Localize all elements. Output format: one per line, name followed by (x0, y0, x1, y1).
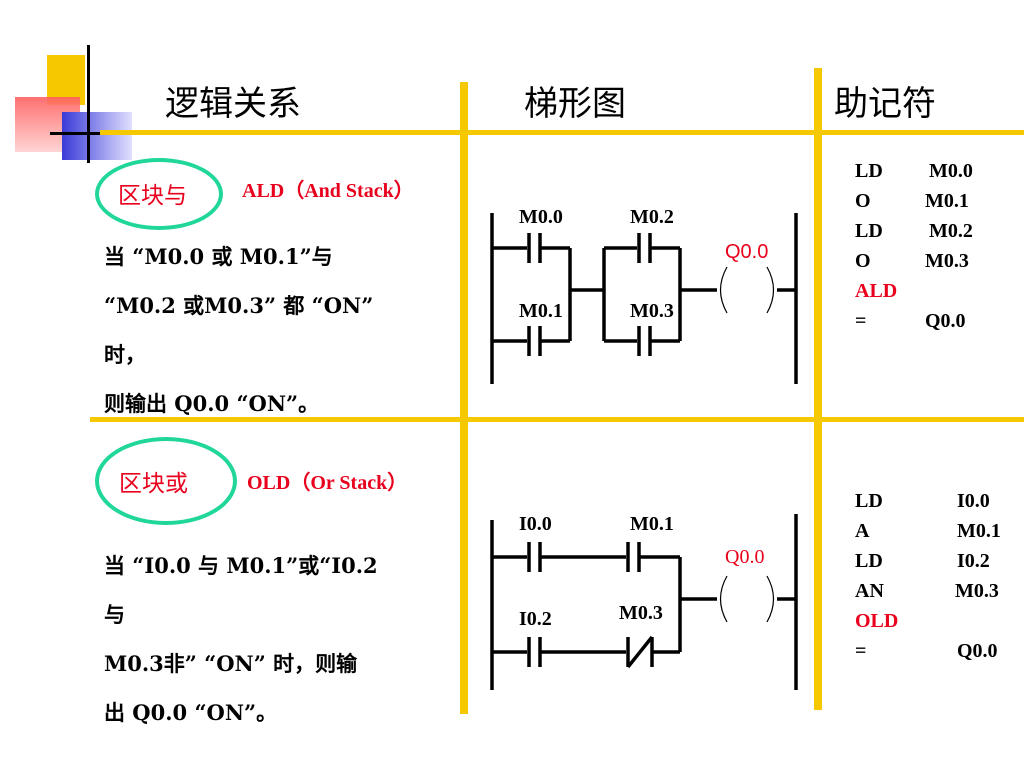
block1-label-c1: M0.0 (519, 206, 563, 228)
block2-badge: 区块或 (119, 471, 188, 497)
desc-line: 当 “I0.0 与 M0.1”或“I0.2 (104, 553, 378, 578)
block1-instruction: ALD（And Stack） (242, 180, 414, 202)
grid-line-middle (90, 417, 1024, 422)
header-mnemonic: 助记符 (834, 84, 936, 124)
block1-description: 当 “M0.0 或 M0.1”与 “M0.2 或M0.3” 都 “ON” 时， … (104, 232, 373, 428)
desc-line: 与 (104, 602, 125, 627)
desc-line: 当 “M0.0 或 M0.1”与 (104, 244, 333, 269)
header-ladder: 梯形图 (524, 84, 626, 124)
block2-label-coil: Q0.0 (725, 546, 765, 568)
desc-line: 则输出 Q0.0 “ON”。 (104, 391, 320, 416)
block2-label-c2: M0.1 (630, 513, 674, 535)
block1-label-c3: M0.1 (519, 300, 563, 322)
block2-ladder-diagram (490, 514, 798, 690)
mnemonic-row: OLD (855, 610, 899, 632)
block1-label-c4: M0.3 (630, 300, 674, 322)
block2-label-c1: I0.0 (519, 513, 552, 535)
mnemonic-row: =Q0.0 (855, 640, 998, 662)
decor-logo (0, 40, 140, 170)
desc-line: 出 Q0.0 “ON”。 (104, 700, 278, 725)
header-logic: 逻辑关系 (165, 84, 301, 124)
mnemonic-row: =Q0.0 (855, 310, 966, 332)
block1-ladder-diagram (490, 213, 798, 384)
grid-line-v1 (460, 82, 468, 714)
block2-instruction: OLD（Or Stack） (247, 472, 408, 494)
grid-line-v2 (814, 68, 822, 710)
block2-label-c3: I0.2 (519, 608, 552, 630)
mnemonic-row: ALD (855, 280, 898, 302)
block1-label-c2: M0.2 (630, 206, 674, 228)
desc-line: M0.3非” “ON” 时，则输 (104, 651, 358, 676)
block1-badge-ellipse (95, 158, 223, 230)
grid-line-top (100, 130, 1024, 135)
block1-label-coil: Q0.0 (725, 241, 769, 263)
block2-label-c4: M0.3 (619, 602, 663, 624)
desc-line: 时， (104, 342, 146, 367)
block2-description: 当 “I0.0 与 M0.1”或“I0.2 与 M0.3非” “ON” 时，则输… (104, 541, 378, 737)
block2-badge-ellipse (95, 437, 237, 525)
block1-badge: 区块与 (118, 183, 187, 209)
desc-line: “M0.2 或M0.3” 都 “ON” (104, 293, 374, 318)
